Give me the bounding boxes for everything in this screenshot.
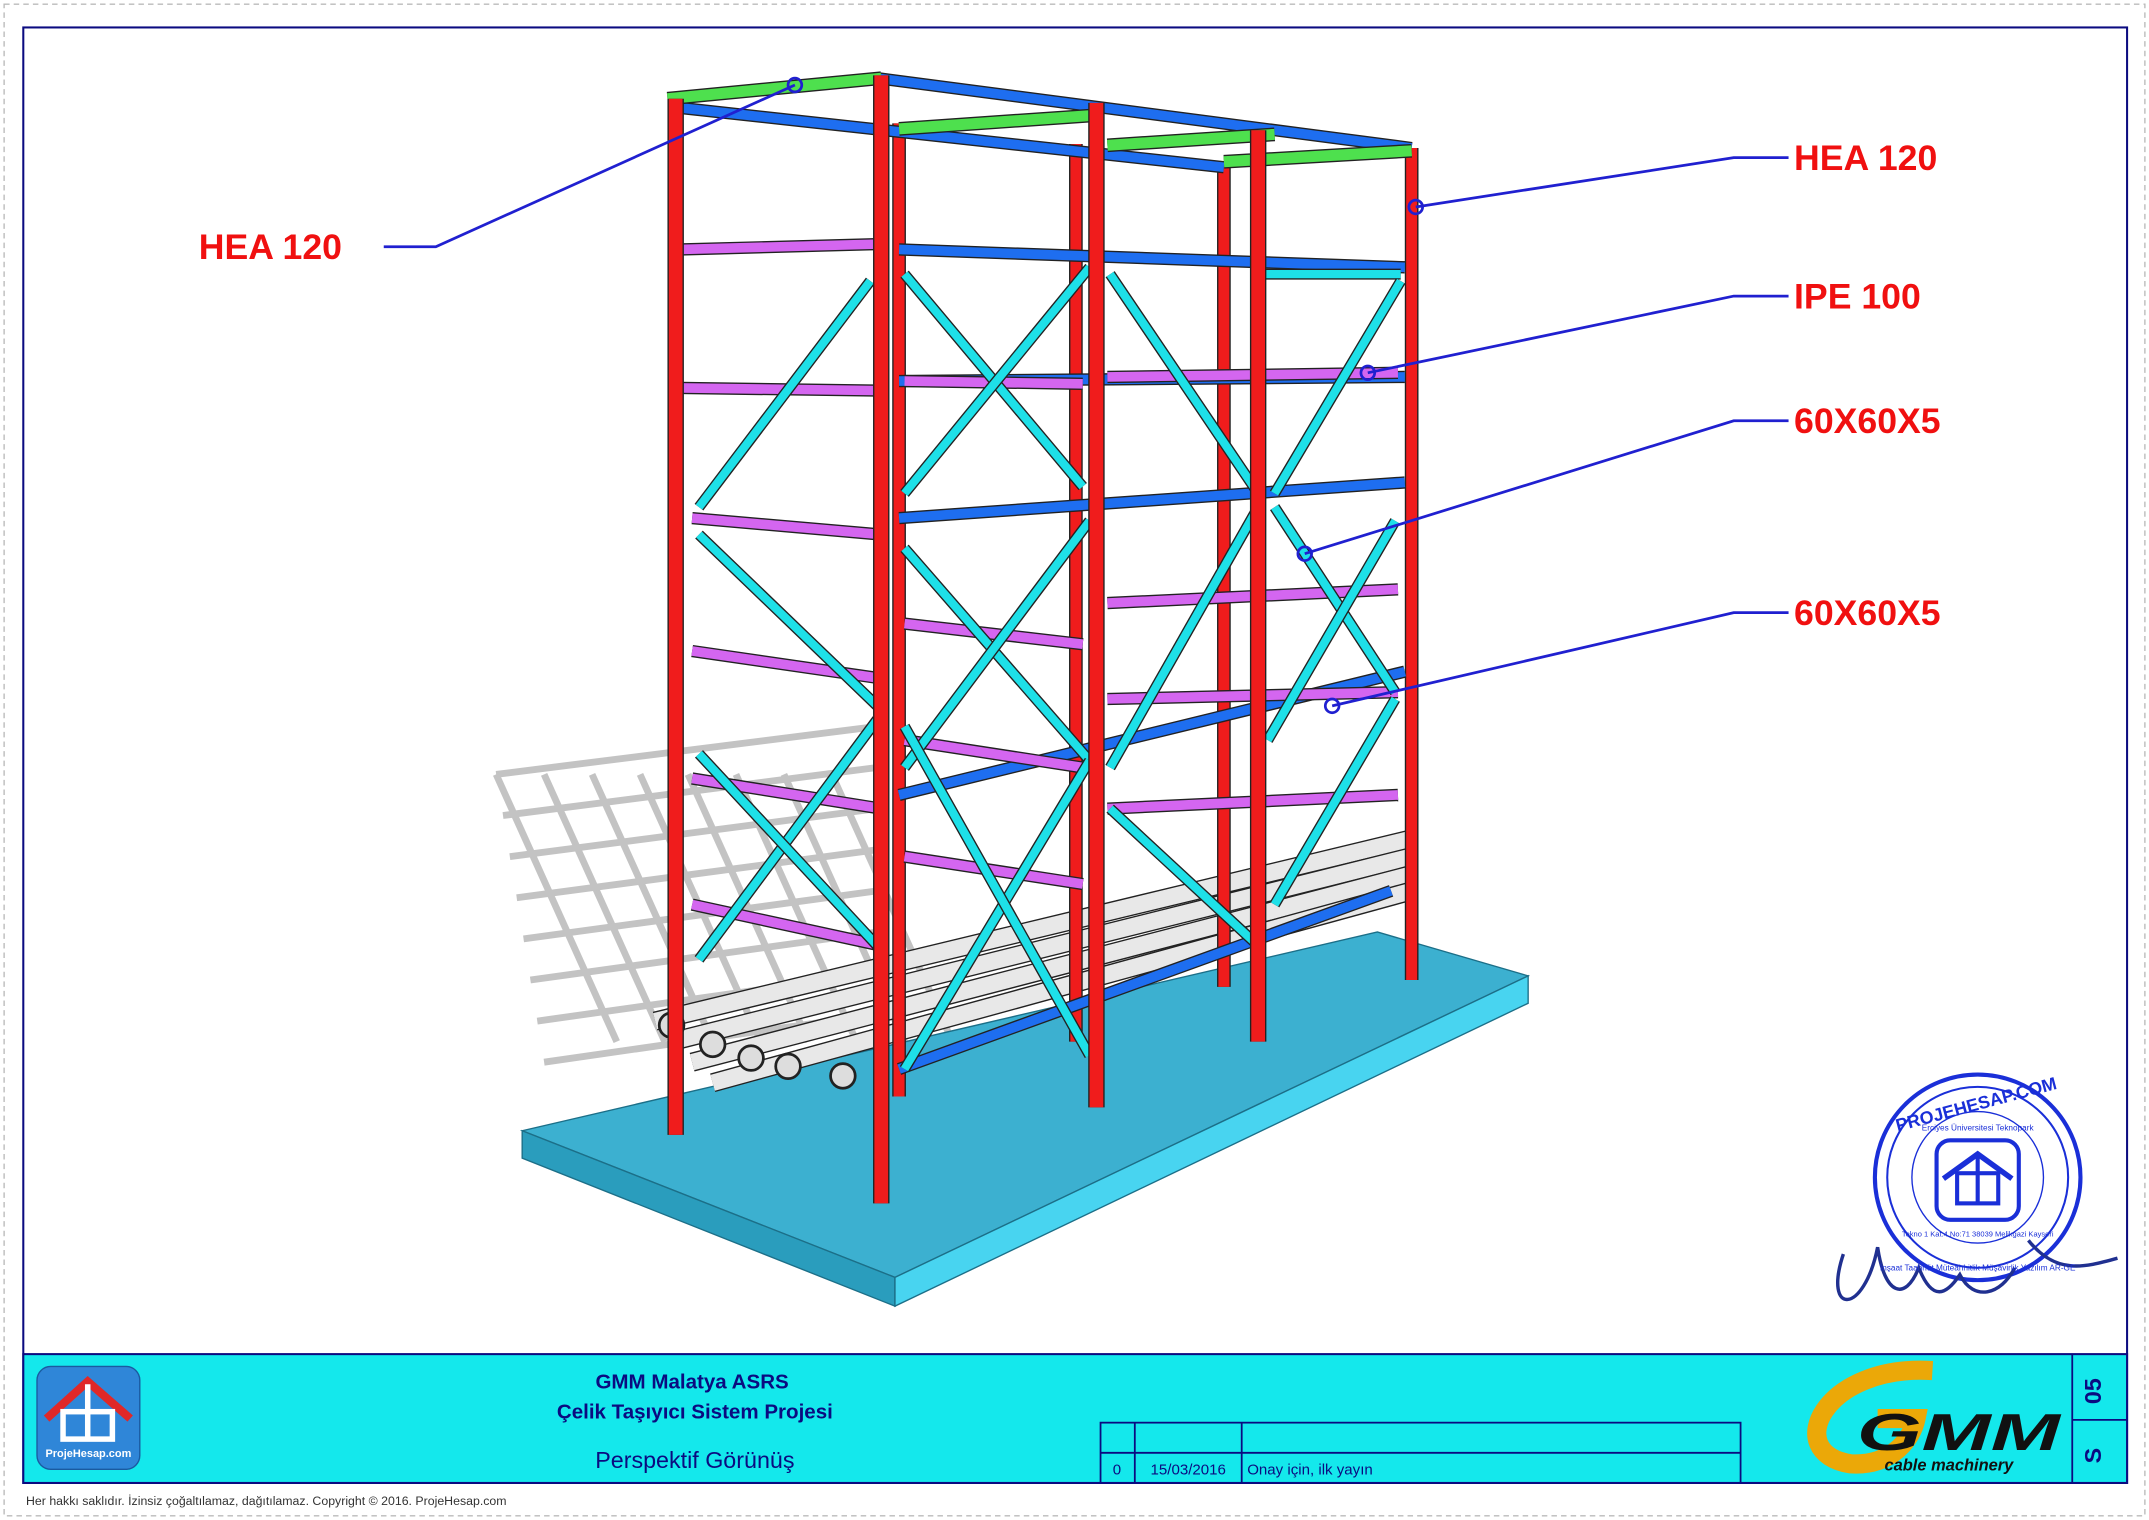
longitudinal-beam (876, 73, 1413, 153)
cross-brace (1271, 278, 1405, 496)
side-beam (681, 239, 882, 255)
top-beam (1107, 128, 1275, 151)
cross-brace (1106, 271, 1262, 496)
sheet-prefix: S (2080, 1448, 2106, 1464)
revision-table (1099, 1421, 1742, 1484)
side-beam (681, 383, 882, 396)
longitudinal-beam (897, 886, 1393, 1074)
side-beam (903, 735, 1084, 773)
shadow-line (493, 772, 620, 1044)
top-beam (666, 72, 882, 105)
cross-brace (1271, 504, 1399, 695)
side-beam (691, 513, 882, 540)
shadow-line (502, 764, 878, 819)
revision-date: 15/03/2016 (1151, 1462, 1226, 1479)
copyright-footer: Her hakkı saklıdır. İzinsiz çoğaltılamaz… (26, 1494, 507, 1508)
project-subtitle: Çelik Taşıyıcı Sistem Projesi (557, 1401, 833, 1424)
cross-brace (696, 531, 880, 709)
cross-brace (901, 264, 1093, 497)
stamp-address: Tekno 1 Kat:4 No:71 38039 Melikgazi Kays… (1902, 1229, 2054, 1238)
gmm-logo: GMM cable machinery (1807, 1360, 2062, 1475)
leader-marker (786, 76, 804, 94)
revision-number: 0 (1113, 1462, 1121, 1479)
section-label-hea120-right: HEA 120 (1794, 138, 1937, 178)
cross-brace (1107, 805, 1261, 949)
section-label-brace-2: 60X60X5 (1794, 593, 1941, 633)
title-block: ProjeHesap.com GMM Malatya ASRS Çelik Ta… (22, 1353, 2129, 1484)
conveyor-pulley (774, 1052, 802, 1081)
sheet-number: 05 (2080, 1378, 2106, 1404)
client-logo-text: GMM (1857, 1404, 2062, 1462)
section-label-brace-1: 60X60X5 (1794, 401, 1941, 441)
conveyor-pulley (737, 1044, 765, 1072)
cross-brace (901, 545, 1093, 764)
cross-brace (695, 751, 881, 949)
conveyor-pulley (829, 1062, 857, 1090)
steel-structure (666, 71, 1419, 1204)
side-beam (903, 851, 1084, 889)
shadow-line (516, 846, 878, 902)
leader-line (1331, 611, 1789, 708)
shadow-line (523, 887, 878, 943)
shadow-line (495, 723, 878, 778)
logo-text: ProjeHesap.com (45, 1448, 131, 1460)
drawing-title: Perspektif Görünüş (595, 1447, 794, 1473)
leader-marker (1296, 545, 1313, 562)
leader-line (1304, 419, 1789, 556)
cross-brace (901, 758, 1094, 1072)
section-label-ipe100: IPE 100 (1794, 276, 1921, 316)
longitudinal-beam (898, 244, 1405, 273)
side-beam (904, 618, 1084, 649)
leader-line (1415, 156, 1789, 209)
top-beam (898, 109, 1097, 135)
project-name: GMM Malatya ASRS (595, 1370, 788, 1393)
conveyor-rail (690, 866, 1414, 1071)
leader-line (1367, 294, 1789, 375)
section-label-hea120-left: HEA 120 (199, 227, 342, 267)
revision-description: Onay için, ilk yayın (1247, 1462, 1373, 1479)
member-labels (383, 76, 1789, 715)
foundation-slab (519, 931, 1531, 1308)
leader-marker (1407, 198, 1424, 216)
client-tagline: cable machinery (1884, 1457, 2014, 1475)
cross-brace (1264, 518, 1399, 743)
cross-brace (900, 724, 1094, 1058)
conveyor-pulley (698, 1030, 727, 1059)
cross-brace (1106, 505, 1262, 770)
cross-brace (695, 717, 881, 962)
stamp-outer: İnşaat Taahhüt Müteahhitlik Müşavirlik Y… (1880, 1263, 2076, 1273)
cross-brace (1271, 696, 1399, 907)
conveyor-rail (653, 830, 1414, 1030)
leader-marker (1323, 697, 1341, 715)
longitudinal-beam (898, 477, 1406, 523)
side-beam (691, 899, 883, 951)
projehesap-logo: ProjeHesap.com (36, 1365, 141, 1470)
longitudinal-beam (671, 102, 1225, 173)
cross-brace (695, 278, 874, 510)
cross-brace (901, 518, 1093, 771)
leader-line (383, 83, 796, 249)
page-border (3, 3, 2146, 1517)
shadow-line (540, 772, 668, 1044)
shadow-line (509, 805, 878, 861)
leader-marker (1359, 364, 1377, 382)
stamp-inner: Erciyes Üniversitesi Teknopark (1922, 1123, 2035, 1133)
